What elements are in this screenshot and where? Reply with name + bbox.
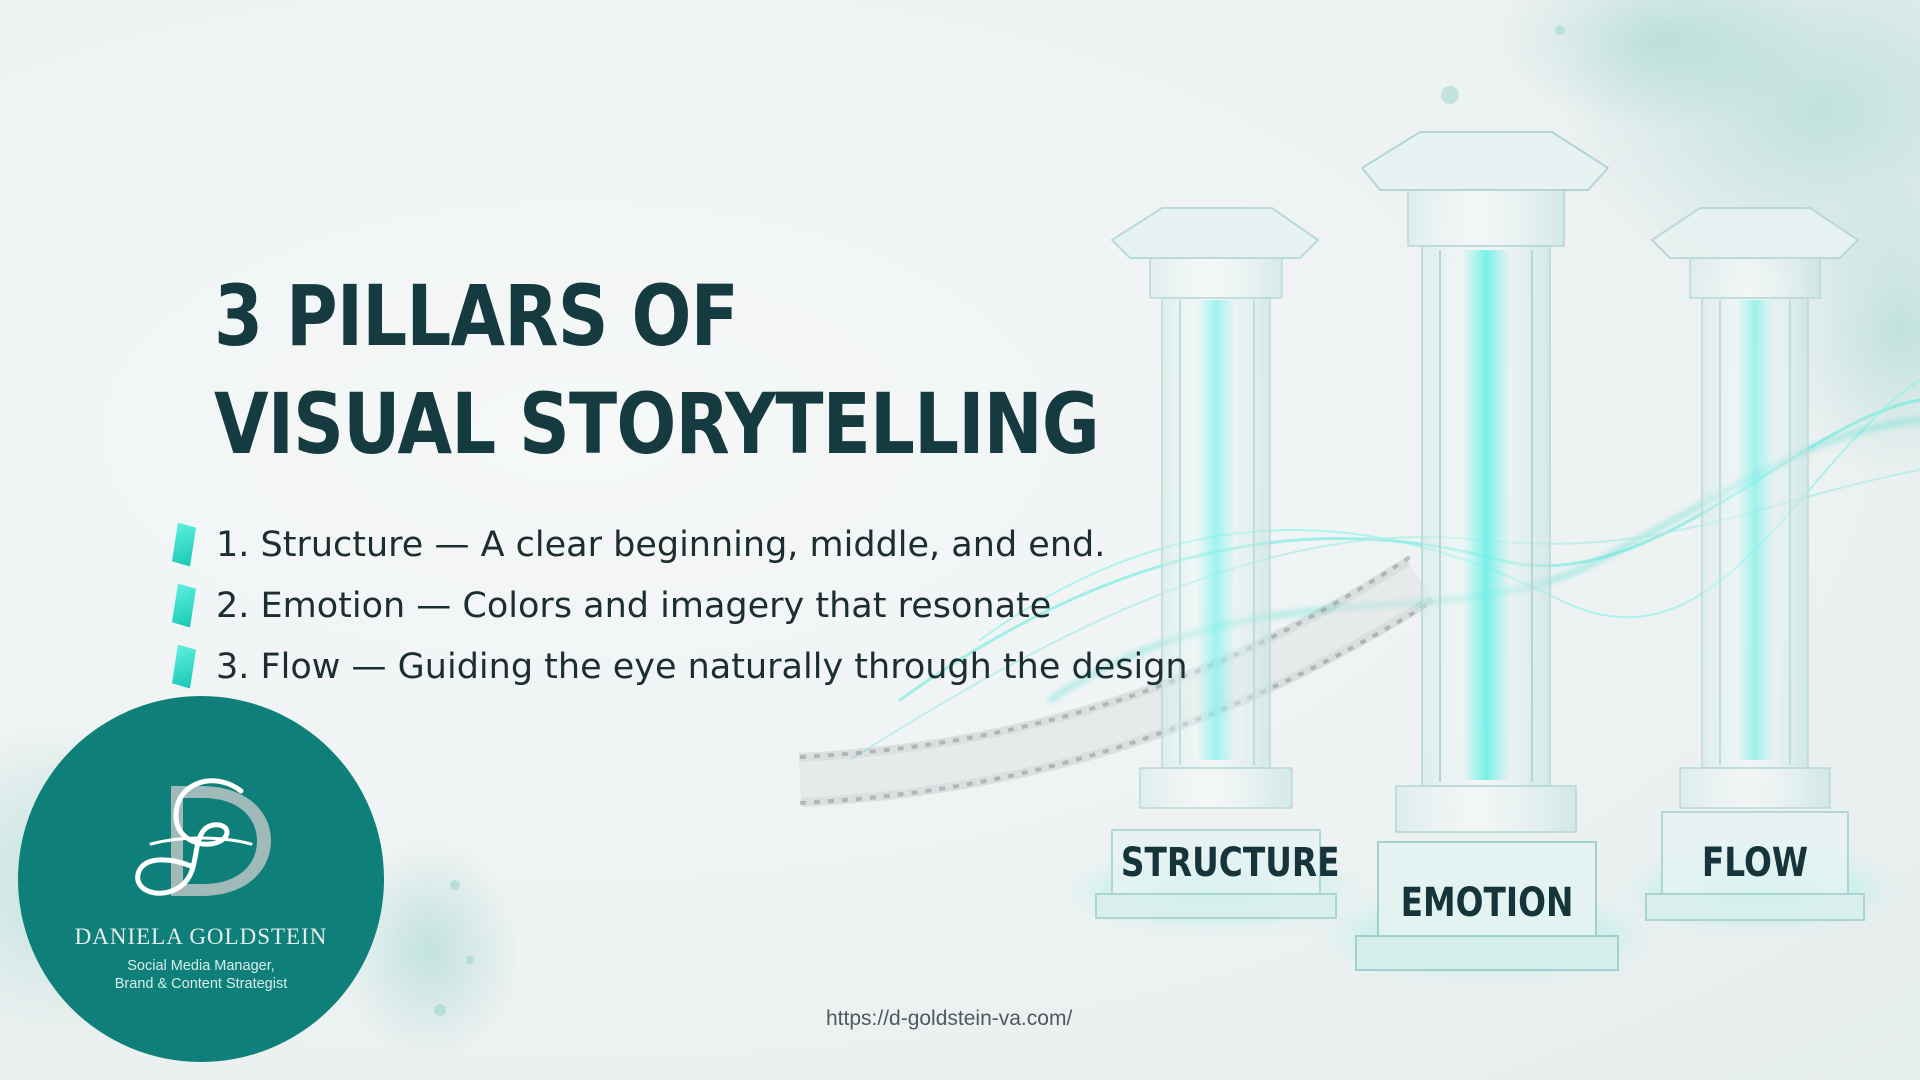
author-badge: DANIELA GOLDSTEIN Social Media Manager, … [18, 696, 384, 1062]
page-title-line-2: VISUAL STORYTELLING [214, 375, 1100, 473]
page-title-line-1: 3 PILLARS OF [214, 267, 739, 365]
bullet-marker-icon [172, 522, 196, 567]
bullet-marker-icon [172, 583, 196, 628]
list-item-text: 1. Structure — A clear beginning, middle… [216, 524, 1106, 565]
list-item-text: 3. Flow — Guiding the eye naturally thro… [216, 646, 1188, 687]
glass-pillar-icon [1095, 207, 1337, 919]
bullet-marker-icon [172, 644, 196, 689]
pillar-label-flow: FLOW [1701, 840, 1809, 886]
author-name: DANIELA GOLDSTEIN [74, 924, 328, 949]
glass-pillar-icon [1355, 131, 1619, 971]
pillar-label-structure: STRUCTURE [1120, 840, 1340, 886]
list-item-text: 2. Emotion — Colors and imagery that res… [216, 585, 1052, 626]
website-url[interactable]: https://d-goldstein-va.com/ [826, 1007, 1073, 1030]
author-role-line-2: Brand & Content Strategist [114, 976, 288, 992]
monogram-icon [135, 778, 271, 896]
list-item: 2. Emotion — Colors and imagery that res… [172, 575, 1188, 636]
list-item: 1. Structure — A clear beginning, middle… [172, 514, 1188, 575]
glass-pillar-icon [1645, 207, 1865, 921]
pillar-list: 1. Structure — A clear beginning, middle… [172, 514, 1188, 697]
list-item: 3. Flow — Guiding the eye naturally thro… [172, 636, 1188, 697]
author-role-line-1: Social Media Manager, [127, 958, 275, 974]
pillar-label-emotion: EMOTION [1400, 880, 1574, 926]
page-title: 3 PILLARS OF VISUAL STORYTELLING [214, 262, 1100, 478]
film-strip-icon [798, 555, 1435, 807]
